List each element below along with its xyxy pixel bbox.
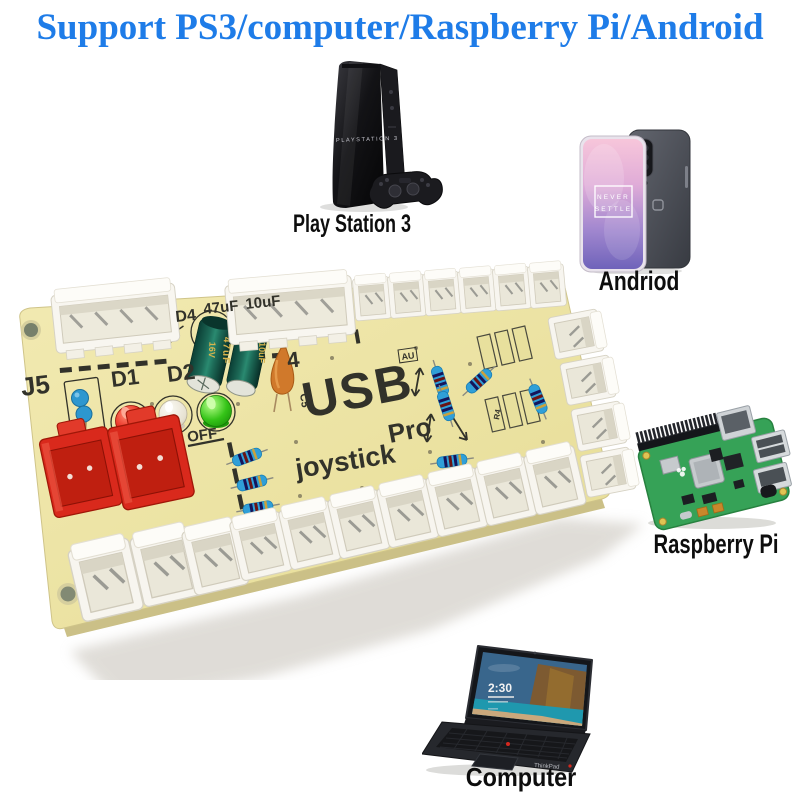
jst-connector-top-4 [455, 264, 498, 315]
ps3-badge-text: PLAYSTATION 3 [336, 136, 399, 144]
board-shadow [70, 518, 644, 680]
raspberry-pi-photo [635, 405, 792, 531]
jst-connector-top-3 [420, 266, 463, 318]
android-phone-photo: NEVER SETTLE [579, 129, 691, 274]
touchpad [471, 753, 519, 771]
silkscreen-cap2-label: 10uF [245, 292, 282, 313]
cap2-marking: 10uF [257, 342, 268, 364]
led-green [200, 395, 232, 428]
silkscreen-au: AU [401, 350, 415, 362]
computer-label: Computer [465, 762, 577, 792]
ps3-photo: PLAYSTATION 3 [320, 61, 443, 212]
silkscreen-d1: D1 [110, 364, 141, 392]
silkscreen-c5: C5 [297, 393, 311, 409]
jst-connector-top-6 [525, 259, 568, 310]
silkscreen-d2: D2 [166, 359, 197, 387]
android-label: Andriod [598, 266, 680, 296]
silkscreen-off: OFF [186, 425, 218, 446]
pcb-photo: 47uF 16V 10uF [19, 259, 644, 680]
resistor-footprints [484, 388, 541, 433]
jst-connector-top-1 [350, 271, 393, 323]
banner-title: Support PS3/computer/Raspberry Pi/Androi… [36, 7, 764, 48]
pi-gpio-pins [635, 412, 719, 445]
phone-front: NEVER SETTLE [579, 135, 647, 273]
ps3-controller [368, 171, 443, 209]
raspberry-pi-label: Raspberry Pi [653, 529, 779, 559]
laptop-brand-text: ThinkPad [534, 763, 560, 771]
phone-screen-text-1: NEVER [597, 194, 630, 201]
silkscreen-j4-digit: 4 [286, 347, 302, 373]
cap1-marking-value: 47uF [220, 337, 232, 365]
ps3-label: Play Station 3 [292, 210, 412, 238]
pi-logo [676, 466, 686, 477]
laptop-clock-text: 2:30 [488, 681, 512, 695]
phone-screen-text-2: SETTLE [595, 206, 632, 213]
trackpoint [506, 742, 510, 746]
silkscreen-arrows [410, 367, 468, 443]
computer-photo: 2:30 ThinkPad [422, 645, 593, 776]
silkscreen-r4: R4 [492, 408, 503, 420]
jst-connector-j5 [48, 275, 183, 362]
laptop-deck: ThinkPad [422, 721, 591, 773]
jst-connector-top-5 [490, 261, 533, 313]
capacitor-47uf: 47uF 16V [186, 316, 234, 394]
jst-connector-j4 [222, 267, 359, 354]
silkscreen-j5: J5 [19, 369, 51, 402]
silkscreen-cap1-label: 47uF [203, 297, 240, 318]
cap1-marking-voltage: 16V [207, 342, 218, 359]
silkscreen-d4: D4 [175, 307, 197, 326]
pi-board [635, 405, 792, 531]
jst-connector-top-2 [385, 269, 428, 320]
orange-capacitor [270, 347, 295, 413]
laptop-screen: 2:30 [465, 645, 593, 731]
ps3-console: PLAYSTATION 3 [332, 61, 406, 208]
webcam-dot [533, 651, 537, 655]
